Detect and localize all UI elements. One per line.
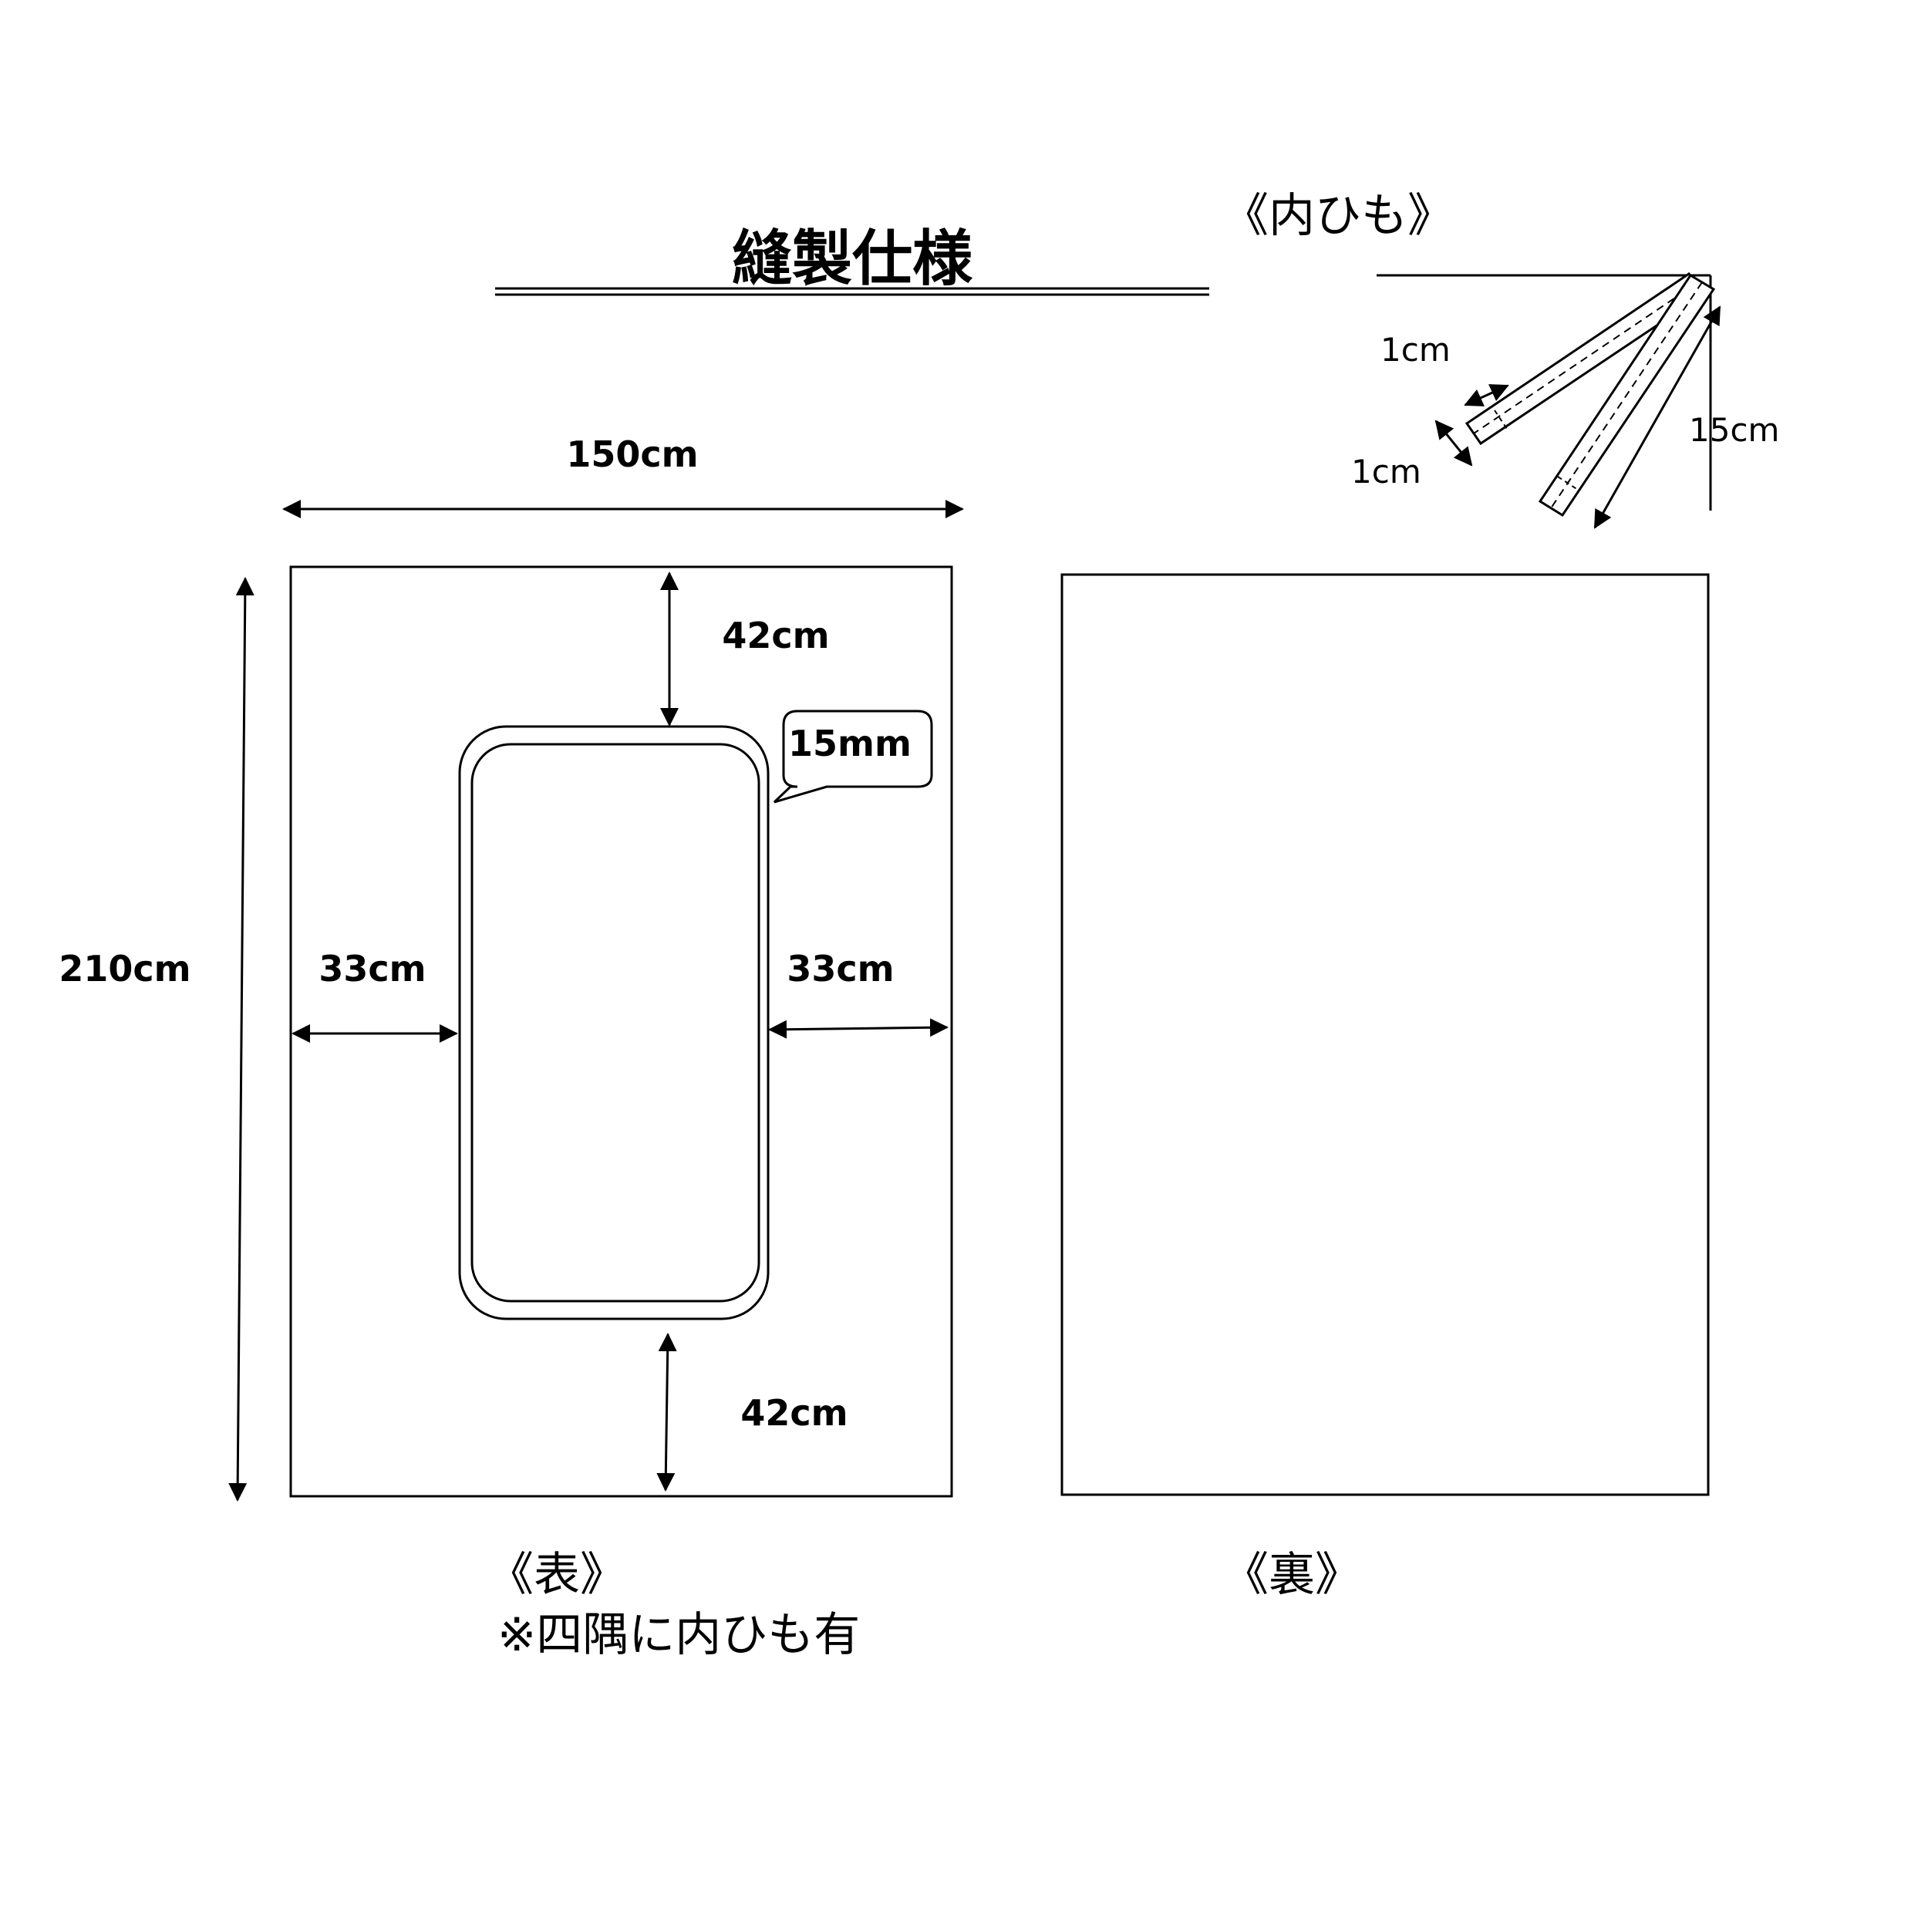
border-width-label: 15mm (788, 723, 912, 764)
front-border-outer (458, 725, 770, 1320)
back-label: 《裏》 (1222, 1548, 1361, 1602)
front-height-arrow (228, 577, 254, 1502)
back-panel-outline (1060, 573, 1710, 1496)
inner-tie-arrow-width-top (1464, 384, 1509, 406)
front-margin-right-arrow (768, 1018, 949, 1039)
inner-tie-dim-width-top: 1cm (1380, 331, 1451, 369)
front-margin-right-label: 33cm (787, 948, 894, 990)
inner-tie-arrow-width-bottom (1434, 420, 1473, 467)
inner-tie-detail: 《内ひも》 1cm 1cm 15cm (1222, 189, 1779, 529)
front-note: ※四隅に内ひも有 (497, 1608, 860, 1662)
inner-tie-dim-width-bottom: 1cm (1351, 453, 1421, 491)
inner-tie-arrow-length (1593, 305, 1721, 529)
front-panel: 150cm 210cm 42cm 42cm 33cm 33cm 15mm 《表》… (59, 433, 964, 1662)
border-width-callout: 15mm (773, 710, 933, 804)
inner-tie-strip-lower (1538, 273, 1716, 518)
front-height-label: 210cm (59, 948, 190, 990)
front-margin-bottom-arrow (656, 1333, 677, 1492)
inner-tie-dim-length: 15cm (1689, 411, 1779, 449)
front-margin-left-label: 33cm (319, 948, 426, 990)
front-label: 《表》 (487, 1548, 626, 1602)
back-panel: 《裏》 (1060, 573, 1710, 1602)
front-width-label: 150cm (566, 433, 698, 475)
page-title: 縫製仕様 (732, 224, 973, 294)
front-panel-outline (289, 565, 953, 1498)
front-margin-top-label: 42cm (722, 615, 829, 656)
inner-tie-label: 《内ひも》 (1222, 189, 1454, 243)
front-margin-bottom-label: 42cm (740, 1392, 848, 1434)
front-border-inner (470, 743, 760, 1303)
title-double-underline (495, 287, 1209, 296)
